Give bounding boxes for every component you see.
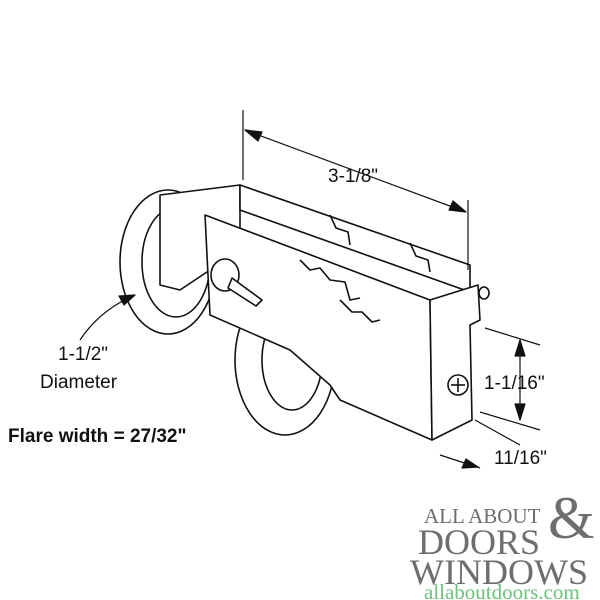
logo-url: allaboutdoors.com bbox=[424, 580, 580, 600]
logo-line-windows: WINDOWS bbox=[410, 552, 588, 592]
dimension-width bbox=[439, 419, 521, 469]
notch bbox=[329, 214, 351, 246]
adjust-screw bbox=[447, 374, 469, 396]
mounting-hole bbox=[478, 286, 490, 300]
dimension-length bbox=[242, 110, 469, 270]
notch bbox=[409, 242, 431, 273]
dimension-height bbox=[479, 327, 541, 431]
wheel-size-label: 1-1/2" bbox=[58, 344, 109, 365]
logo-line-doors: DOORS bbox=[418, 522, 541, 562]
logo-ampersand: & bbox=[548, 485, 595, 551]
flare-width-label: Flare width = 27/32" bbox=[8, 426, 187, 447]
diameter-leader bbox=[79, 294, 136, 341]
bracket-edge bbox=[299, 259, 361, 301]
logo-line-all-about: ALL ABOUT bbox=[424, 504, 541, 528]
end-plate bbox=[429, 284, 481, 441]
wheel-size-caption: Diameter bbox=[40, 372, 118, 393]
width-label: 11/16" bbox=[494, 448, 547, 469]
bracket-edge bbox=[339, 299, 381, 323]
height-label: 1-1/16" bbox=[484, 373, 545, 394]
length-label: 3-1/8" bbox=[328, 166, 379, 187]
keyhole-slot-tail bbox=[227, 277, 263, 307]
